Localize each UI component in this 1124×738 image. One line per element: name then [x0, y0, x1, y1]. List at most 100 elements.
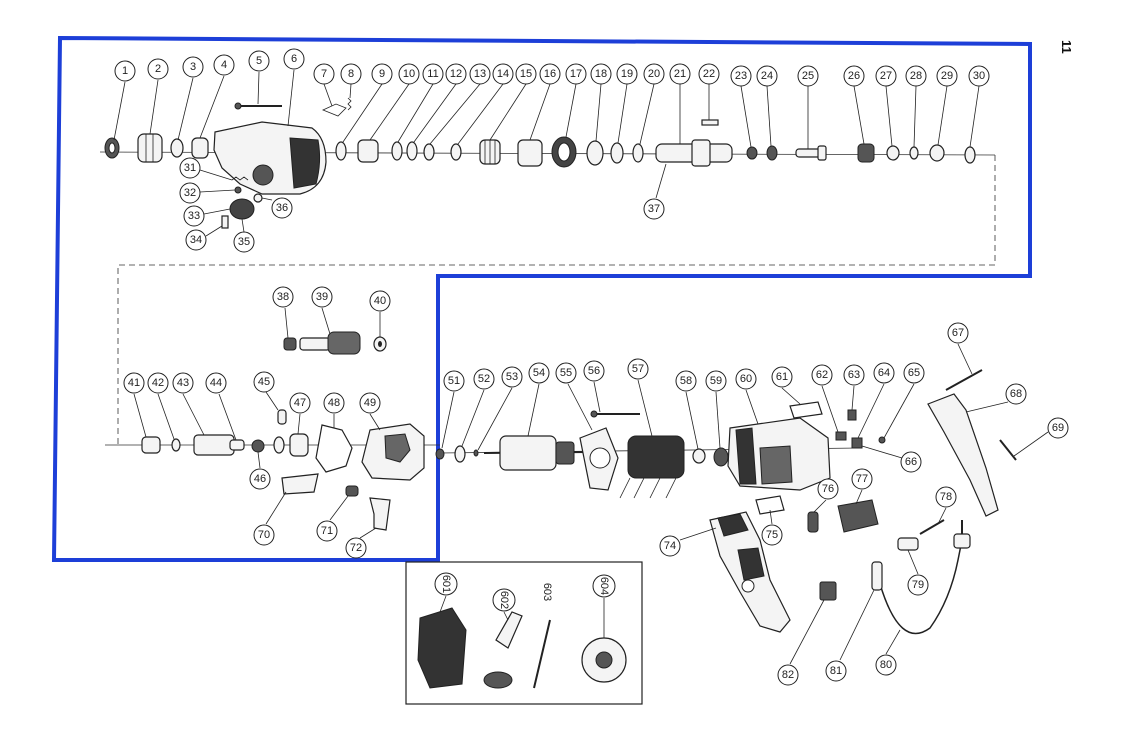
callout-11: 11 — [397, 63, 444, 143]
part-76-capacitor — [807, 511, 819, 533]
part-49-gear-box — [361, 423, 425, 481]
callout-29: 29 — [936, 65, 958, 146]
svg-text:42: 42 — [152, 377, 164, 389]
callout-13: 13 — [429, 63, 491, 145]
callout-42: 42 — [147, 372, 175, 440]
svg-text:43: 43 — [177, 377, 189, 389]
part-9-ring — [335, 141, 347, 161]
svg-text:26: 26 — [848, 70, 860, 82]
callout-602: 602 — [492, 588, 516, 621]
callout-6: 6 — [283, 48, 305, 127]
part-59-bearing — [713, 447, 729, 467]
part-15-spring — [479, 139, 501, 165]
svg-text:38: 38 — [277, 291, 289, 303]
callout-67: 67 — [947, 322, 973, 375]
accessory-box — [405, 561, 643, 705]
part-58-ring — [692, 448, 706, 464]
svg-text:5: 5 — [256, 55, 262, 67]
callout-76: 76 — [813, 478, 839, 513]
svg-text:54: 54 — [533, 367, 545, 379]
callout-54: 54 — [527, 362, 550, 437]
callout-43: 43 — [172, 372, 205, 436]
callout-66: 66 — [861, 445, 922, 473]
part-602-side-handle — [483, 611, 523, 689]
svg-text:6: 6 — [291, 53, 297, 65]
part-19-ring — [610, 142, 624, 164]
callout-9: 9 — [342, 63, 393, 143]
callout-44: 44 — [205, 372, 237, 441]
part-604-dust-cap — [581, 637, 627, 683]
svg-text:36: 36 — [276, 202, 288, 214]
page-number: 11 — [1059, 40, 1074, 54]
svg-text:57: 57 — [632, 363, 644, 375]
part-30-ring — [964, 146, 976, 164]
svg-text:21: 21 — [674, 68, 686, 80]
svg-text:37: 37 — [648, 203, 660, 215]
callout-3: 3 — [177, 56, 204, 141]
svg-text:33: 33 — [188, 210, 200, 222]
part-26-piston — [857, 143, 875, 163]
callout-604: 604 — [592, 574, 616, 638]
callout-8: 8 — [340, 63, 362, 99]
callout-59: 59 — [705, 370, 727, 449]
part-22-pin — [701, 119, 719, 126]
svg-text:48: 48 — [328, 397, 340, 409]
part-44-pin — [229, 439, 245, 451]
callout-19: 19 — [616, 63, 638, 144]
part-46-bearing — [251, 439, 265, 453]
svg-text:11: 11 — [427, 68, 438, 80]
callout-58: 58 — [675, 370, 699, 450]
callout-40: 40 — [369, 290, 391, 337]
svg-text:14: 14 — [497, 68, 509, 80]
callout-57: 57 — [627, 358, 653, 437]
svg-text:24: 24 — [761, 70, 773, 82]
callout-82: 82 — [777, 599, 825, 686]
callout-26: 26 — [843, 65, 865, 145]
callout-37: 37 — [643, 163, 667, 220]
part-6-gear-housing — [213, 121, 327, 195]
callout-53: 53 — [477, 366, 523, 451]
callout-16: 16 — [529, 63, 561, 141]
part-41-bushing — [141, 436, 161, 454]
part-68-handle-cover — [927, 393, 999, 517]
part-69-screw — [999, 439, 1017, 461]
svg-text:76: 76 — [822, 483, 834, 495]
callout-35: 35 — [233, 218, 255, 253]
part-55-fan-baffle — [579, 427, 619, 491]
callout-22: 22 — [698, 63, 720, 120]
part-3-ring — [170, 138, 184, 158]
svg-text:67: 67 — [952, 327, 964, 339]
part-7-spring-clip — [321, 103, 347, 117]
callout-47: 47 — [289, 392, 311, 435]
svg-text:32: 32 — [184, 187, 196, 199]
callout-65: 65 — [883, 362, 925, 439]
part-23-ring — [746, 146, 758, 160]
svg-text:2: 2 — [155, 63, 161, 75]
callout-15: 15 — [489, 63, 537, 141]
part-63-brush — [847, 409, 857, 421]
svg-text:66: 66 — [905, 456, 917, 468]
part-20-ring — [632, 143, 644, 163]
svg-text:40: 40 — [374, 295, 386, 307]
svg-text:58: 58 — [680, 375, 692, 387]
part-16-clutch-gear — [517, 139, 543, 167]
part-53-pin — [473, 449, 479, 457]
callout-28: 28 — [905, 65, 927, 148]
callout-30: 30 — [968, 65, 990, 148]
callout-51: 51 — [441, 370, 465, 449]
svg-text:28: 28 — [910, 70, 922, 82]
callout-80: 80 — [875, 629, 901, 676]
svg-text:4: 4 — [221, 59, 227, 71]
callout-52: 52 — [461, 368, 495, 447]
highlight-outline — [51, 35, 1032, 562]
svg-text:17: 17 — [570, 68, 582, 80]
svg-text:3: 3 — [190, 61, 196, 73]
part-4-bushing — [191, 137, 209, 159]
callout-601: 601 — [434, 572, 458, 613]
part-62-brush-holder — [835, 431, 847, 441]
callout-68: 68 — [965, 383, 1027, 413]
part-601-case — [417, 607, 467, 689]
callout-10: 10 — [369, 63, 420, 141]
callout-55: 55 — [555, 362, 593, 431]
